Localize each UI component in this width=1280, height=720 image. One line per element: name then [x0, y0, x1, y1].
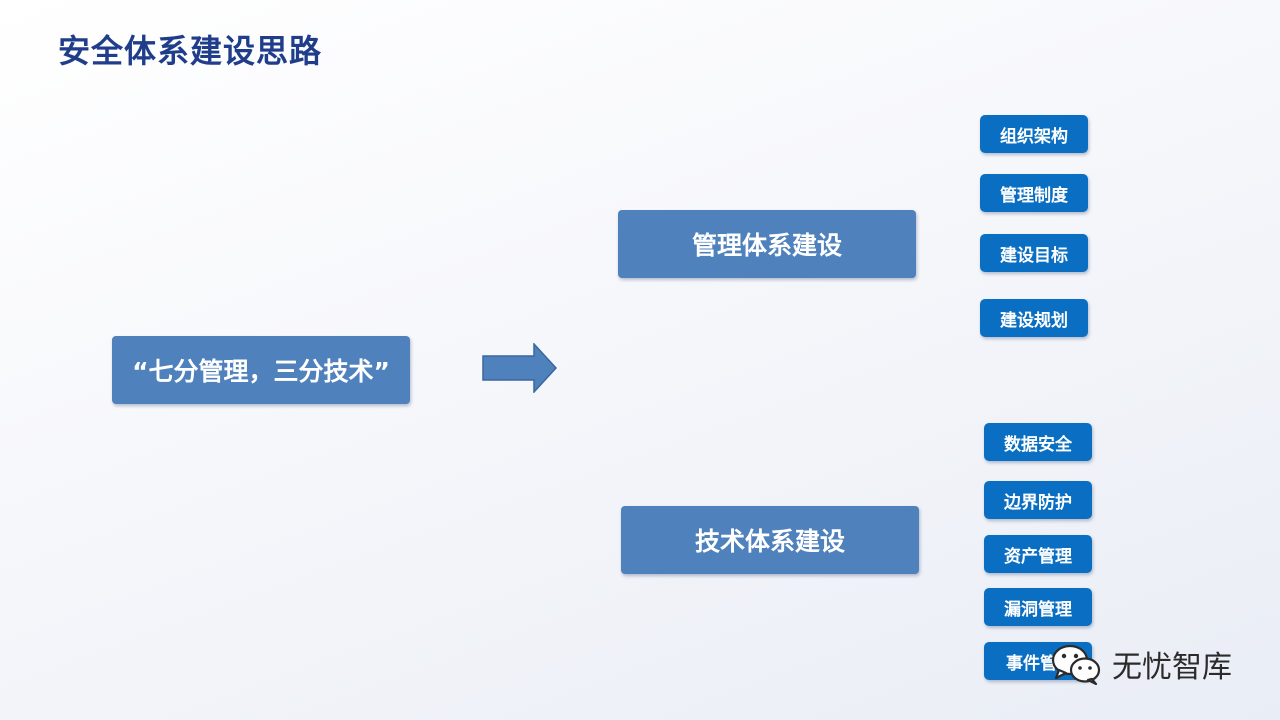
management-item: 建设目标	[980, 234, 1088, 272]
management-item: 组织架构	[980, 115, 1088, 153]
technology-system-box: 技术体系建设	[621, 506, 919, 574]
page-title: 安全体系建设思路	[58, 32, 323, 70]
technology-item: 漏洞管理	[984, 588, 1092, 626]
wechat-icon	[1051, 644, 1101, 685]
management-item: 建设规划	[980, 299, 1088, 337]
technology-item: 资产管理	[984, 535, 1092, 573]
philosophy-box: “七分管理，三分技术”	[112, 336, 410, 404]
watermark-text: 无忧智库	[1112, 650, 1232, 685]
management-item: 管理制度	[980, 174, 1088, 212]
technology-item: 边界防护	[984, 481, 1092, 519]
watermark: 无忧智库	[1050, 642, 1232, 686]
management-system-box: 管理体系建设	[618, 210, 916, 278]
technology-item: 数据安全	[984, 423, 1092, 461]
right-arrow-icon	[482, 343, 558, 393]
